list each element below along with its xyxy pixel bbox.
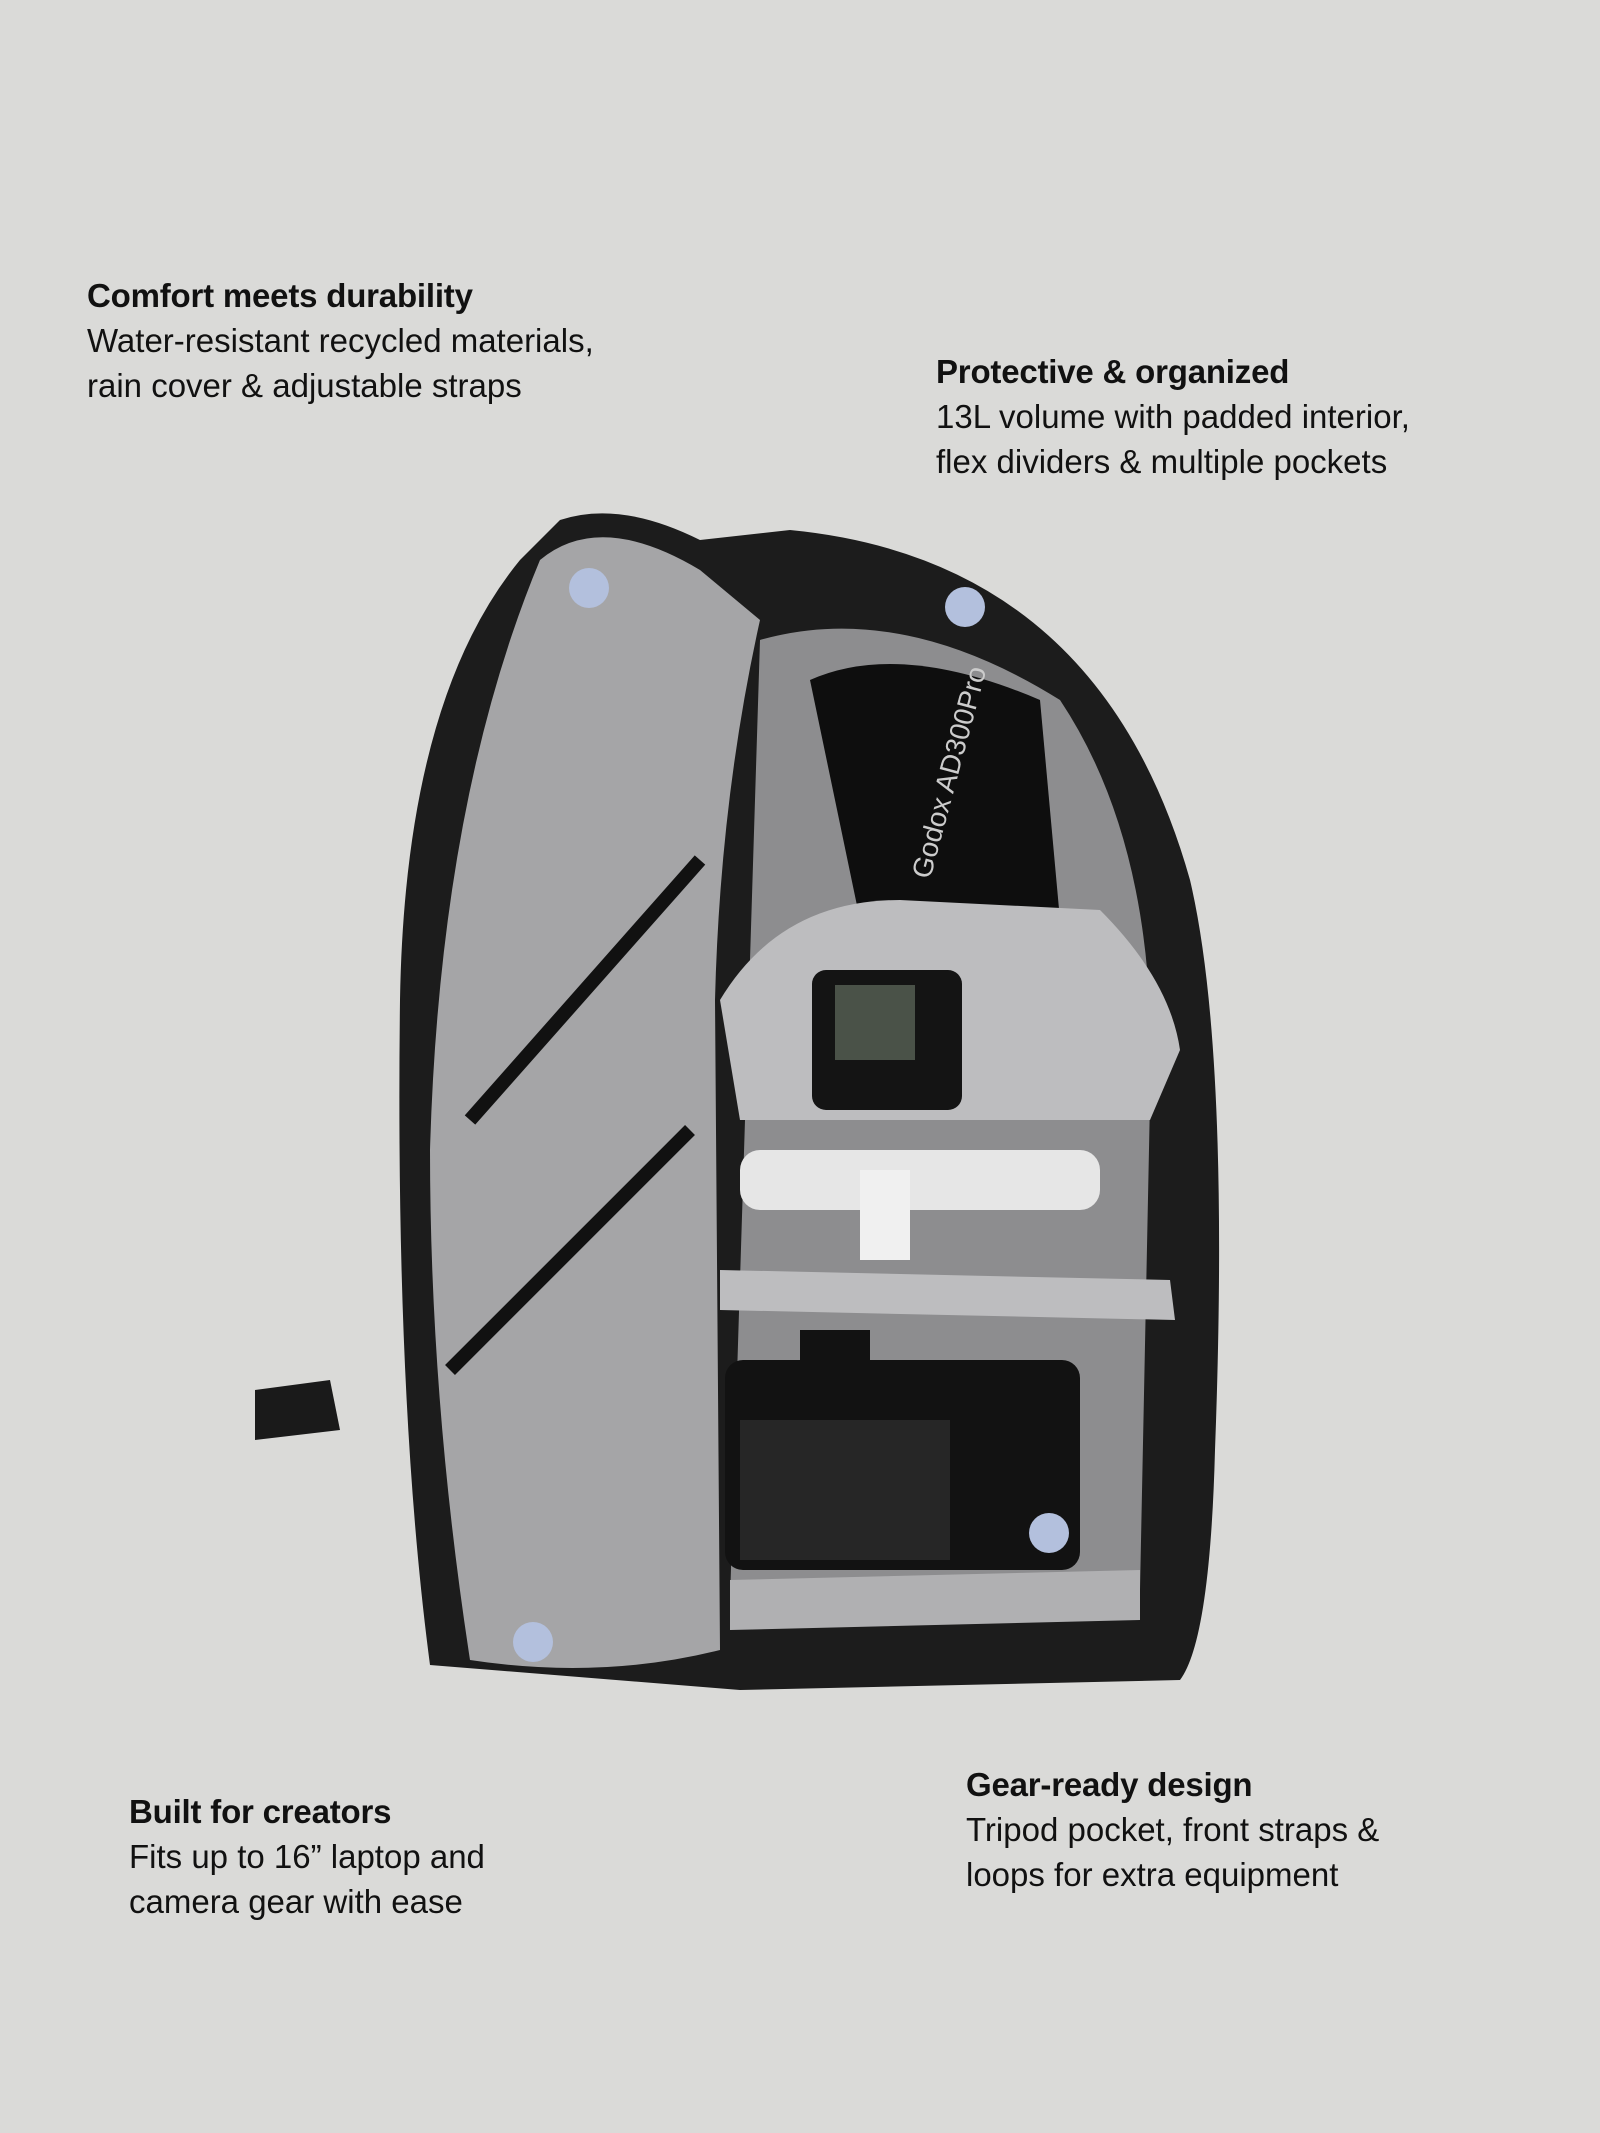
gimbal-arm [860,1170,910,1260]
flap-zippers [445,855,706,1375]
feature-title: Built for creators [129,1793,392,1830]
feature-title: Gear-ready design [966,1766,1253,1803]
hotspot-gear-ready[interactable] [1029,1513,1069,1553]
hotspot-creators[interactable] [513,1622,553,1662]
feature-creators: Built for creators Fits up to 16” laptop… [129,1789,485,1924]
trigger-screen [835,985,915,1060]
gimbal [740,1150,1100,1210]
bottom-padding [730,1570,1140,1630]
flash-unit [810,664,1060,920]
front-flap [430,537,760,1668]
hotspot-comfort[interactable] [569,568,609,608]
feature-text: 13L volume with padded interior, flex di… [936,398,1410,480]
camera-viewfinder [800,1330,870,1370]
side-strap [255,1380,340,1440]
feature-title: Protective & organized [936,353,1290,390]
feature-text: Tripod pocket, front straps & loops for … [966,1811,1380,1893]
feature-text: Fits up to 16” laptop and camera gear wi… [129,1838,485,1920]
divider-lower [720,1270,1175,1320]
feature-title: Comfort meets durability [87,277,473,314]
feature-protective: Protective & organized 13L volume with p… [936,349,1410,484]
feature-gear-ready: Gear-ready design Tripod pocket, front s… [966,1762,1379,1897]
camera-screen [740,1420,950,1560]
feature-text: Water-resistant recycled materials, rain… [87,322,594,404]
hotspot-protective[interactable] [945,587,985,627]
feature-comfort: Comfort meets durability Water-resistant… [87,273,594,408]
